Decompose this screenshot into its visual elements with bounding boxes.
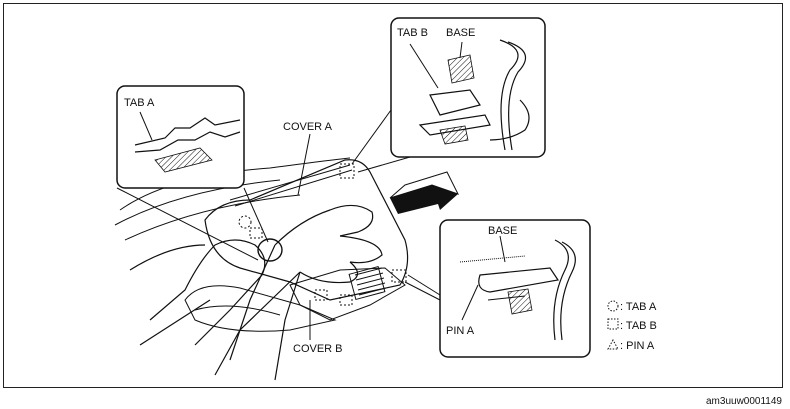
- legend-dotted-square-icon: [607, 318, 619, 330]
- legend-dotted-circle-icon: [607, 300, 619, 312]
- tab-markers: [238, 163, 407, 306]
- direction-arrow: [389, 171, 459, 214]
- label-tab-a: TAB A: [124, 97, 155, 109]
- label-cover-a: COVER A: [283, 121, 333, 133]
- cover-a-shape: [204, 159, 409, 301]
- reference-code: am3uuw0001149: [706, 396, 782, 407]
- detail-box-tab-b: [351, 17, 546, 173]
- leader-lines: [297, 133, 311, 340]
- dashboard-outline: [114, 157, 353, 241]
- detail-box-pin-a: [404, 219, 591, 358]
- label-cover-b: COVER B: [293, 343, 343, 355]
- legend-dotted-triangle-icon: [607, 338, 619, 350]
- legend-item-tab-a: : TAB A: [620, 301, 657, 313]
- cover-b-shape: [289, 265, 406, 321]
- legend: : TAB A : TAB B : PIN A: [607, 300, 657, 352]
- label-tab-b: TAB B: [397, 27, 428, 39]
- label-base-bottom: BASE: [488, 225, 517, 237]
- label-pin-a: PIN A: [446, 325, 475, 337]
- label-base-top: BASE: [446, 27, 475, 39]
- detail-box-tab-a: [116, 85, 269, 261]
- legend-item-tab-b: : TAB B: [620, 320, 657, 332]
- hand-right: [214, 204, 383, 381]
- tab-a-location-circle: [257, 238, 283, 262]
- legend-item-pin-a: : PIN A: [620, 340, 655, 352]
- hand-left: [129, 239, 266, 346]
